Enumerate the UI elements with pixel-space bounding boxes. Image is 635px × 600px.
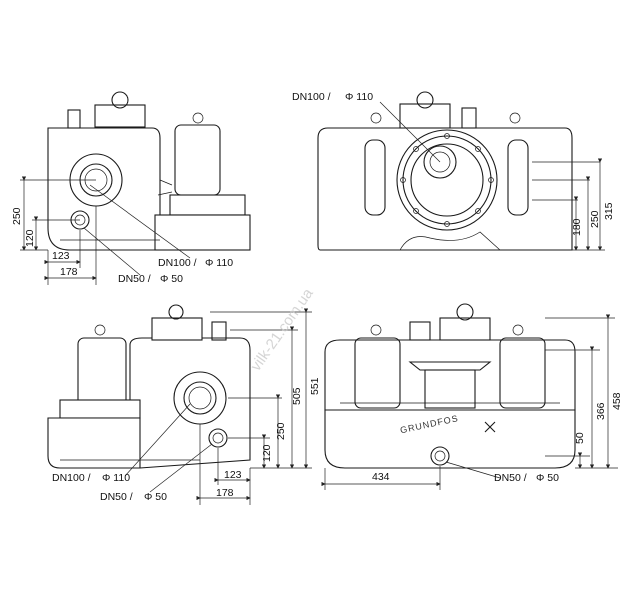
- callout-front-top-dn100: DN100 /: [292, 91, 331, 103]
- dim-front-top-315: 315: [603, 202, 615, 220]
- dim-side-top-123: 123: [52, 250, 70, 262]
- dim-side-bottom-551: 551: [309, 377, 321, 395]
- front-view-bottom: GRUNDFOS: [324, 303, 576, 469]
- callout-front-bottom-dn50: DN50 /: [494, 472, 527, 484]
- dim-front-top-250: 250: [589, 210, 601, 228]
- callout-side-bottom-d110: Φ 110: [102, 472, 130, 484]
- brand-logo-icon: [484, 421, 496, 433]
- dim-side-top-120: 120: [24, 229, 36, 247]
- callout-side-top-dn50: DN50 /: [118, 273, 151, 285]
- dim-front-bottom-50: 50: [574, 432, 586, 444]
- callout-front-bottom-d50: Φ 50: [536, 472, 559, 484]
- dim-side-bottom-123: 123: [224, 469, 242, 481]
- dim-front-top-180: 180: [571, 218, 583, 236]
- front-view-top-dimensions: 315 250 180 DN100 / Φ 110: [292, 91, 615, 251]
- dim-front-bottom-434: 434: [372, 471, 390, 483]
- dim-front-bottom-366: 366: [595, 402, 607, 420]
- callout-side-bottom-d50: Φ 50: [144, 491, 167, 503]
- side-view-top-dimensions: 250 120 123 178 DN100 / Φ 110 DN50 / Φ 5…: [11, 176, 233, 285]
- side-view-bottom-dimensions: 551 505 250 120 123 178 DN100 / Φ 110 DN…: [52, 308, 321, 505]
- callout-side-top-d50: Φ 50: [160, 273, 183, 285]
- callout-side-bottom-dn100: DN100 /: [52, 472, 91, 484]
- side-view-top: [47, 91, 251, 251]
- callout-front-top-d110: Φ 110: [345, 91, 373, 103]
- dim-side-top-178: 178: [60, 266, 78, 278]
- side-view-bottom: [47, 304, 251, 469]
- dim-side-bottom-178: 178: [216, 487, 234, 499]
- watermark: vilk-21.com.ua: [247, 285, 317, 375]
- front-view-bottom-dimensions: 434 458 366 50 DN50 / Φ 50: [321, 314, 623, 490]
- front-view-top: [317, 91, 573, 251]
- dim-side-bottom-505: 505: [291, 387, 303, 405]
- dim-side-bottom-120: 120: [261, 444, 273, 462]
- callout-side-top-dn100: DN100 /: [158, 257, 197, 269]
- callout-side-top-d110: Φ 110: [205, 257, 233, 269]
- dim-side-bottom-250: 250: [275, 422, 287, 440]
- dim-side-top-250: 250: [11, 207, 23, 225]
- callout-side-bottom-dn50: DN50 /: [100, 491, 133, 503]
- dim-front-bottom-458: 458: [611, 392, 623, 410]
